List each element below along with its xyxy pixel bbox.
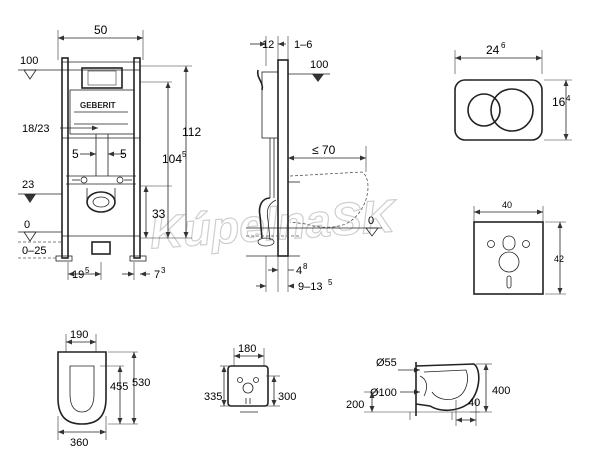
plate-outline [454, 79, 543, 141]
template-width-label: 40 [502, 200, 512, 210]
side-view: 12 1–6 100 ≤ 70 0 [246, 36, 382, 293]
front-view: 50 GEBERIT 18/23 5 5 [18, 23, 201, 281]
bottom-right-label: 7 [154, 269, 160, 281]
height-104-label: 104 [162, 152, 182, 166]
projection-label: ≤ 70 [312, 143, 336, 157]
bowl-back-view: 180 335 300 [204, 343, 296, 413]
height-33-label: 33 [152, 207, 166, 221]
height-104-sup: 5 [182, 150, 187, 159]
bowl-length-outer-label: 530 [132, 377, 150, 389]
level-23-label: 23 [22, 179, 34, 191]
bowl-side-outline [415, 363, 480, 412]
bowl-length-inner-label: 455 [110, 381, 128, 393]
top-range-label: 1–6 [294, 39, 312, 51]
inlet-18-23-label: 18/23 [22, 123, 50, 135]
template-height-label: 42 [554, 254, 564, 264]
side-bottom-range-label: 9–13 [298, 281, 322, 293]
bowl-side-view: Ø55 Ø100 400 200 40 [346, 357, 510, 426]
bottom-left-sup: 5 [85, 266, 90, 275]
offset-40-label: 40 [468, 397, 480, 409]
diam-55-label: Ø55 [376, 357, 397, 369]
large-flush-button [490, 88, 534, 132]
offset-right-5-label: 5 [120, 147, 127, 161]
height-200-label: 200 [346, 399, 364, 411]
bowl-width-bottom-label: 360 [70, 437, 88, 449]
bowl-top-width-label: 190 [70, 329, 88, 341]
side-bottom-4-label: 4 [296, 265, 302, 277]
level-0-label: 0 [24, 219, 30, 231]
bowl-top-view: 190 455 530 360 [57, 329, 150, 449]
side-bottom-range-sup: 5 [328, 278, 333, 287]
template-outline [473, 221, 544, 295]
height-112-label: 112 [182, 125, 201, 139]
brand-mark: GEBERIT [80, 101, 116, 110]
plate-width-label: 24 [486, 43, 500, 57]
bowl-back-right-height-label: 300 [278, 391, 296, 403]
bottom-left-label: 19 [72, 269, 84, 281]
bowl-back-width-label: 180 [238, 343, 256, 355]
height-400-label: 400 [492, 385, 510, 397]
top-12-label: 12 [262, 39, 274, 51]
plate-height-label: 16 [552, 95, 566, 109]
level-100-label: 100 [20, 55, 38, 67]
side-level-100-label: 100 [310, 59, 328, 71]
bowl-outline [57, 351, 107, 425]
flush-plate: 24 6 16 4 [454, 41, 572, 141]
bowl-back-left-height-label: 335 [204, 391, 222, 403]
bottom-right-sup: 3 [161, 266, 166, 275]
small-flush-button [467, 93, 501, 127]
side-bottom-4-sup: 8 [303, 262, 308, 271]
side-level-0-label: 0 [368, 215, 374, 227]
width-50-label: 50 [94, 23, 108, 37]
mounting-template: 40 42 [473, 200, 566, 295]
offset-left-5-label: 5 [72, 147, 79, 161]
plate-width-sup: 6 [501, 41, 506, 50]
bowl-back-outline [227, 365, 269, 407]
plate-height-sup: 4 [566, 94, 571, 103]
level-range-label: 0–25 [22, 245, 46, 257]
diam-100-label: Ø100 [370, 387, 397, 399]
